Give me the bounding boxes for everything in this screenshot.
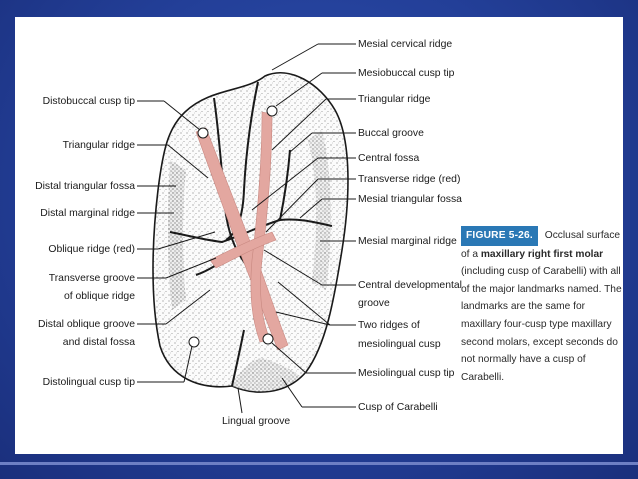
red-ridges bbox=[195, 111, 289, 351]
label-mesial-triangular-fossa: Mesial triangular fossa bbox=[358, 194, 462, 205]
right-labels: Mesial cervical ridge Mesiobuccal cusp t… bbox=[358, 39, 462, 413]
caption-tooth-name: maxillary right first molar bbox=[480, 248, 604, 260]
label-distal-triangular-fossa: Distal triangular fossa bbox=[35, 181, 135, 192]
left-leaders bbox=[137, 100, 217, 383]
label-central-developmental-1: Central developmental bbox=[358, 280, 462, 291]
label-two-ridges-2: mesiolingual cusp bbox=[358, 339, 441, 350]
left-labels: Distobuccal cusp tip Triangular ridge Di… bbox=[35, 96, 135, 388]
label-central-fossa: Central fossa bbox=[358, 153, 419, 164]
label-triangular-ridge-left: Triangular ridge bbox=[63, 140, 136, 151]
label-mesiolingual-cusp-tip: Mesiolingual cusp tip bbox=[358, 368, 455, 379]
label-transverse-ridge: Transverse ridge (red) bbox=[358, 174, 460, 185]
caption-rest: (including cusp of Carabelli) with all o… bbox=[461, 266, 622, 383]
label-oblique-ridge: Oblique ridge (red) bbox=[48, 244, 135, 255]
caption-lead: Occlusal surface of a bbox=[461, 230, 621, 260]
label-lingual-groove: Lingual groove bbox=[222, 416, 290, 427]
tooth-outline bbox=[152, 72, 349, 393]
right-leaders bbox=[251, 43, 356, 408]
label-two-ridges-1: Two ridges of bbox=[358, 320, 420, 331]
label-mesiobuccal-cusp-tip: Mesiobuccal cusp tip bbox=[358, 68, 455, 79]
label-mesial-cervical-ridge: Mesial cervical ridge bbox=[358, 39, 452, 50]
cusp-tips bbox=[188, 105, 278, 348]
label-buccal-groove: Buccal groove bbox=[358, 128, 424, 139]
label-transverse-groove-1: Transverse groove bbox=[49, 273, 135, 284]
figure-caption: FIGURE 5-26. Occlusal surface of a maxil… bbox=[461, 226, 623, 386]
label-central-developmental-2: groove bbox=[358, 298, 390, 309]
label-distal-marginal-ridge: Distal marginal ridge bbox=[40, 208, 135, 219]
figure-number: FIGURE 5-26. bbox=[461, 226, 538, 246]
label-triangular-ridge-right: Triangular ridge bbox=[358, 94, 431, 105]
label-distolingual-cusp-tip: Distolingual cusp tip bbox=[43, 377, 136, 388]
label-mesial-marginal-ridge: Mesial marginal ridge bbox=[358, 236, 457, 247]
label-distal-oblique-groove-2: and distal fossa bbox=[63, 337, 135, 348]
bottom-strip bbox=[0, 462, 638, 465]
leader-lingual-groove bbox=[237, 387, 243, 414]
label-transverse-groove-2: of oblique ridge bbox=[64, 291, 135, 302]
label-distal-oblique-groove-1: Distal oblique groove bbox=[38, 319, 135, 330]
label-distobuccal-cusp-tip: Distobuccal cusp tip bbox=[43, 96, 136, 107]
label-cusp-of-carabelli: Cusp of Carabelli bbox=[358, 402, 438, 413]
